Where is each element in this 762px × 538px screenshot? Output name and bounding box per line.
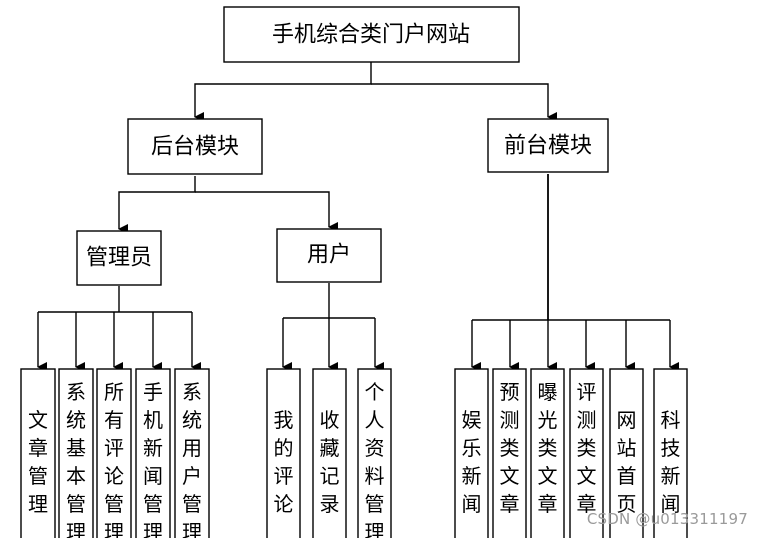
leaf-label: 评测类文章	[577, 380, 597, 516]
root-label: 手机综合类门户网站	[272, 23, 470, 48]
leaf-node-frontend-4: 评测类文章	[569, 368, 604, 538]
leaf-box	[357, 368, 392, 538]
leaf-box	[135, 368, 171, 538]
user-label: 用户	[307, 243, 351, 268]
leaf-node-frontend-1: 娱乐新闻	[454, 368, 489, 538]
leaf-node-frontend-2: 预测类文章	[492, 368, 527, 538]
leaf-node-user-3: 个人资料管理	[357, 368, 392, 538]
frontend-node: 前台模块	[487, 118, 609, 173]
leaf-box	[609, 368, 644, 538]
leaf-label: 预测类文章	[500, 380, 520, 516]
leaf-label: 收藏记录	[320, 408, 340, 516]
leaf-node-frontend-6: 科技新闻	[653, 368, 688, 538]
leaf-box	[530, 368, 565, 538]
leaf-label: 曝光类文章	[538, 380, 558, 516]
leaf-label: 系统基本管理	[66, 380, 86, 538]
leaf-node-admin-5: 系统用户管理	[174, 368, 210, 538]
admin-label: 管理员	[86, 246, 152, 271]
leaf-node-user-2: 收藏记录	[312, 368, 347, 538]
user-node: 用户	[276, 228, 382, 283]
leaf-box	[174, 368, 210, 538]
leaf-label: 个人资料管理	[365, 380, 385, 538]
backend-label: 后台模块	[151, 135, 239, 160]
leaf-label: 娱乐新闻	[462, 408, 482, 516]
root-node: 手机综合类门户网站	[223, 6, 520, 63]
leaf-label: 科技新闻	[661, 408, 681, 516]
connector-lines	[37, 62, 679, 372]
leaf-box	[312, 368, 347, 538]
leaf-box	[653, 368, 688, 538]
leaf-box	[454, 368, 489, 538]
leaf-box	[58, 368, 94, 538]
leaf-label: 手机新闻管理	[143, 380, 163, 538]
leaf-node-admin-3: 所有评论管理	[96, 368, 132, 538]
admin-node: 管理员	[76, 230, 162, 286]
watermark: CSDN @u013311197	[586, 510, 748, 528]
leaf-box	[266, 368, 301, 538]
leaf-node-user-1: 我的评论	[266, 368, 301, 538]
frontend-label: 前台模块	[504, 134, 592, 159]
leaf-box	[569, 368, 604, 538]
leaf-label: 系统用户管理	[182, 380, 202, 538]
leaf-label: 文章管理	[28, 408, 48, 516]
leaf-node-admin-4: 手机新闻管理	[135, 368, 171, 538]
leaf-box	[20, 368, 56, 538]
leaf-node-admin-1: 文章管理	[20, 368, 56, 538]
backend-node: 后台模块	[127, 118, 263, 175]
leaf-label: 我的评论	[274, 408, 294, 516]
leaf-box	[492, 368, 527, 538]
leaf-box	[96, 368, 132, 538]
leaf-label: 网站首页	[617, 408, 637, 516]
leaf-node-frontend-3: 曝光类文章	[530, 368, 565, 538]
leaf-node-frontend-5: 网站首页	[609, 368, 644, 538]
leaf-node-admin-2: 系统基本管理	[58, 368, 94, 538]
leaf-label: 所有评论管理	[104, 380, 124, 538]
